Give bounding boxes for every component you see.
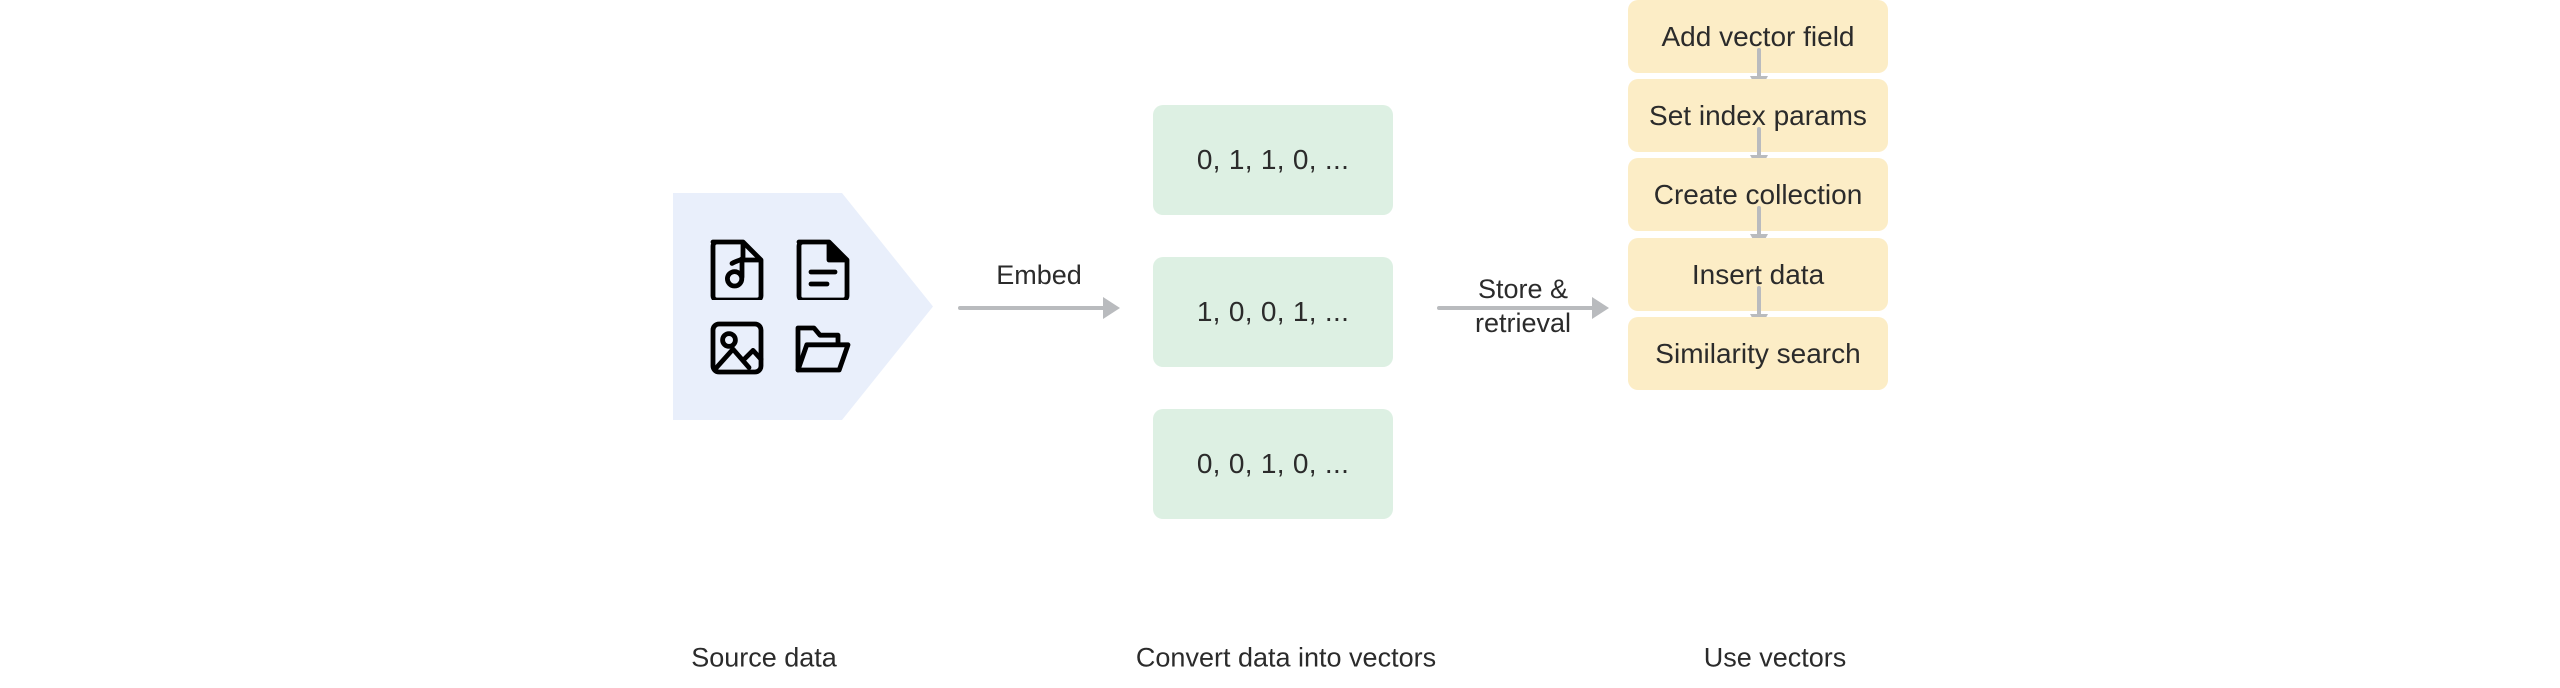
vector-box: 0, 1, 1, 0, ...: [1153, 105, 1393, 215]
store-retrieval-arrow-label: Store & retrieval: [1474, 274, 1572, 338]
caption-convert-data: Convert data into vectors: [1135, 642, 1437, 673]
text-document-icon: [791, 238, 855, 300]
embed-arrow-head: [1103, 297, 1120, 319]
source-icon-grid: [705, 238, 855, 378]
store-retrieval-arrow: [1437, 293, 1609, 323]
step-box-similarity-search[interactable]: Similarity search: [1628, 317, 1888, 390]
step-arrow-3-stem: [1757, 206, 1761, 238]
vector-box: 0, 0, 1, 0, ...: [1153, 409, 1393, 519]
embed-arrow-label: Embed: [996, 260, 1082, 290]
caption-use-vectors: Use vectors: [1703, 642, 1847, 673]
store-retrieval-arrow-head: [1592, 297, 1609, 319]
step-arrow-1-stem: [1757, 48, 1761, 80]
store-retrieval-arrow-line: [1437, 306, 1594, 310]
vector-box: 1, 0, 0, 1, ...: [1153, 257, 1393, 367]
embed-arrow-line: [958, 306, 1105, 310]
step-arrow-4-stem: [1757, 286, 1761, 318]
audio-file-icon: [705, 238, 769, 300]
image-file-icon: [705, 318, 769, 378]
step-arrow-2-stem: [1757, 127, 1761, 159]
caption-source-data: Source data: [691, 642, 837, 673]
folder-icon: [791, 318, 855, 378]
embed-arrow: [958, 293, 1120, 323]
step-box-add-vector-field[interactable]: Add vector field: [1628, 0, 1888, 73]
